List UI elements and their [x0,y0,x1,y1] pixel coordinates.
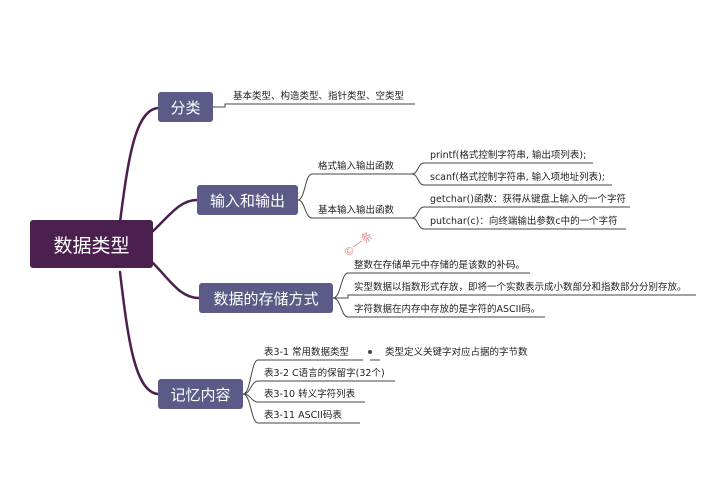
connector-storage-3 [332,297,545,318]
storage-char: 字符数据在内存中存放的是字符的ASCII码。 [354,304,541,315]
memory-table-3-11: 表3-11 ASCII码表 [264,410,342,421]
io-getchar: getchar()函数：获得从键盘上输入的一个字符 [430,194,626,205]
connector-root-memory [118,270,160,396]
connector-io-fmt [297,173,412,201]
connector-storage-1 [332,272,530,299]
connector-memory-1 [242,359,363,395]
branch-storage[interactable]: 数据的存储方式 [199,283,333,313]
branch-classify[interactable]: 分类 [158,92,213,122]
connector-io-basic [297,199,412,219]
connector-memory-sub-dot [368,350,372,354]
memory-table-3-10: 表3-10 转义字符列表 [264,389,356,400]
connector-root-storage [150,260,201,300]
connector-root-io [150,198,199,234]
memory-table-3-1: 表3-1 常用数据类型 [264,347,350,358]
connector-classify-item [213,103,415,108]
root-node[interactable]: 数据类型 [30,220,153,268]
io-group-format: 格式输入输出函数 [318,161,395,172]
connector-basic-putchar [411,217,626,230]
connector-root-classify [118,106,160,224]
memory-table-3-2: 表3-2 C语言的保留字(32个) [264,368,385,379]
connector-basic-getchar [411,206,630,219]
memory-sub-note: 类型定义关键字对应占据的字节数 [385,347,528,358]
connector-fmt-printf [411,162,593,175]
io-putchar: putchar(c)：向终端输出参数c中的一个字符 [430,216,618,227]
connector-memory-2 [242,380,395,395]
classify-item: 基本类型、构造类型、指针类型、空类型 [233,91,405,102]
storage-integer: 整数在存储单元中存储的是该数的补码。 [354,260,526,271]
branch-input-output[interactable]: 输入和输出 [197,185,298,215]
branch-memory[interactable]: 记忆内容 [158,379,243,409]
io-printf: printf(格式控制字符串, 输出项列表); [430,150,587,161]
connector-fmt-scanf [411,173,612,186]
connector-storage-2 [333,294,696,299]
storage-real: 实型数据以指数形式存放，即将一个实数表示成小数部分和指数部分分别存放。 [354,282,687,293]
connector-memory-4 [242,393,360,424]
io-group-basic: 基本输入输出函数 [318,205,395,216]
io-scanf: scanf(格式控制字符串, 输入项地址列表); [430,172,606,183]
